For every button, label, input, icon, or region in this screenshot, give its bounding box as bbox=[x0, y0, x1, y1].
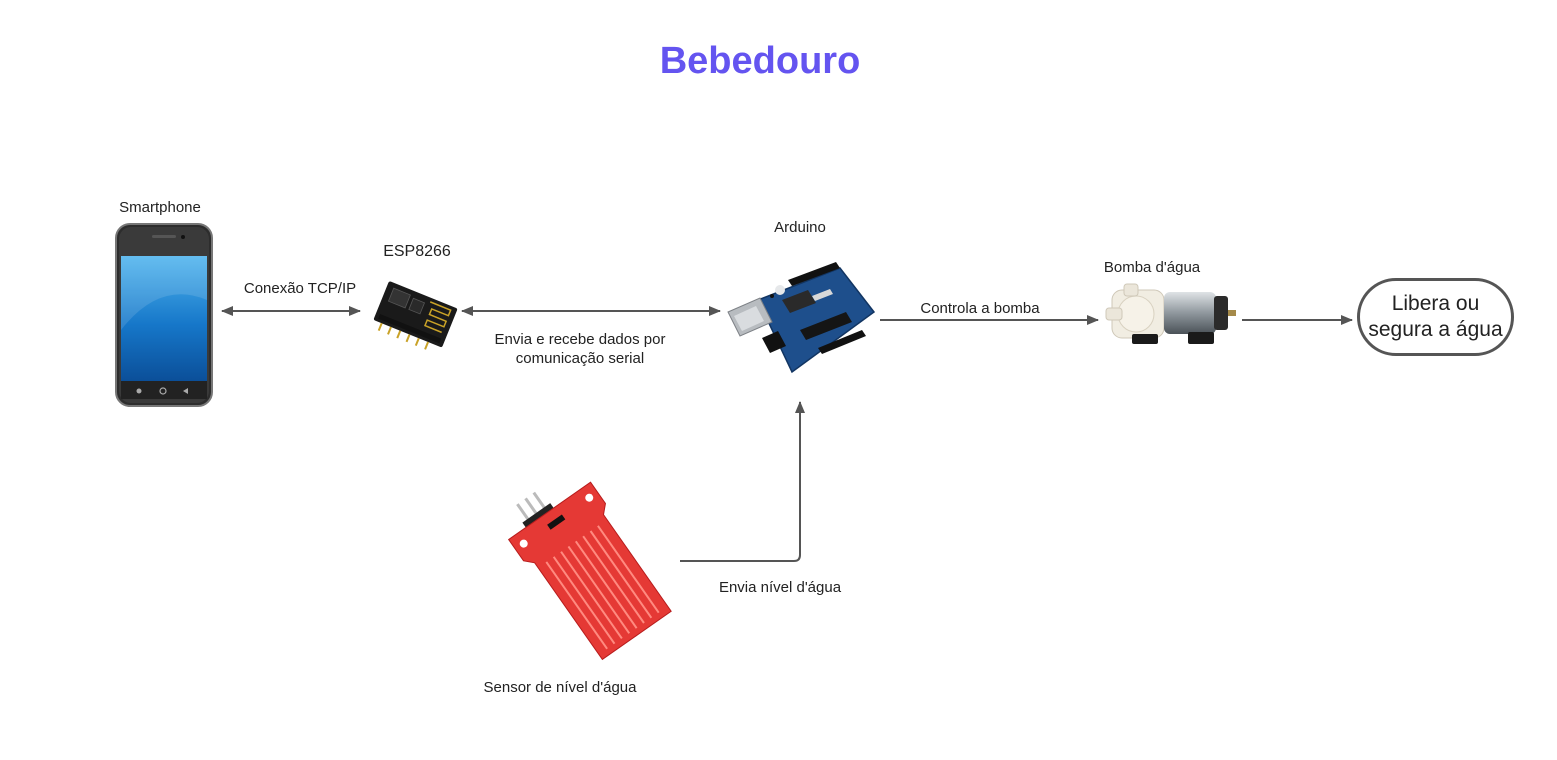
water-pump-label: Bomba d'água bbox=[1103, 259, 1201, 276]
diagram-title: Bebedouro bbox=[659, 40, 861, 82]
water-sensor-image bbox=[507, 481, 672, 661]
esp8266-label: ESP8266 bbox=[383, 243, 451, 260]
arduino-image bbox=[727, 262, 876, 374]
esp8266-image bbox=[373, 281, 458, 350]
result-terminator: Libera ou segura a água bbox=[1357, 278, 1514, 356]
result-label: Libera ou segura a água bbox=[1368, 292, 1503, 341]
edge-sensor-arduino bbox=[680, 401, 805, 562]
smartphone-image bbox=[115, 223, 213, 407]
edge-label-water-level: Envia nível d'água bbox=[718, 579, 842, 596]
arduino-label: Arduino bbox=[774, 219, 826, 236]
water-pump-image bbox=[1105, 283, 1236, 344]
edge-label-pump-control: Controla a bomba bbox=[920, 300, 1040, 317]
smartphone-label: Smartphone bbox=[119, 199, 201, 216]
edge-label-serial: Envia e recebe dados por comunicação ser… bbox=[494, 331, 666, 367]
edge-label-tcp-ip: Conexão TCP/IP bbox=[243, 280, 357, 297]
water-sensor-label: Sensor de nível d'água bbox=[483, 679, 637, 696]
